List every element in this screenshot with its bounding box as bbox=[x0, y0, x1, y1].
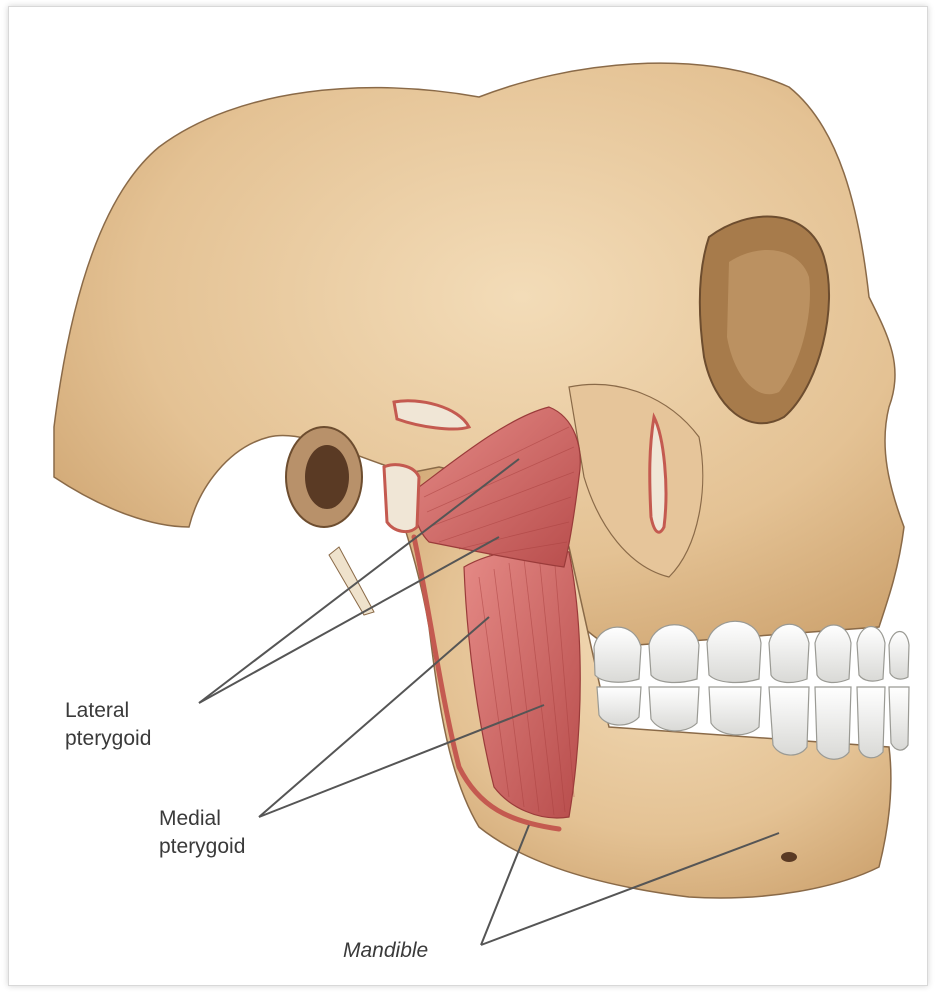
medial-pterygoid-label-line2: pterygoid bbox=[159, 833, 245, 861]
medial-pterygoid-label: Medial pterygoid bbox=[159, 805, 245, 861]
image-frame: Lateral pterygoid Medial pterygoid Mandi… bbox=[8, 6, 928, 986]
lateral-pterygoid-label-line2: pterygoid bbox=[65, 725, 151, 753]
lateral-pterygoid-label-line1: Lateral bbox=[65, 697, 151, 725]
lateral-pterygoid-label: Lateral pterygoid bbox=[65, 697, 151, 753]
medial-pterygoid-label-line1: Medial bbox=[159, 805, 245, 833]
mandible-label: Mandible bbox=[343, 937, 428, 965]
skull-jaw-muscle-illustration bbox=[9, 7, 927, 985]
